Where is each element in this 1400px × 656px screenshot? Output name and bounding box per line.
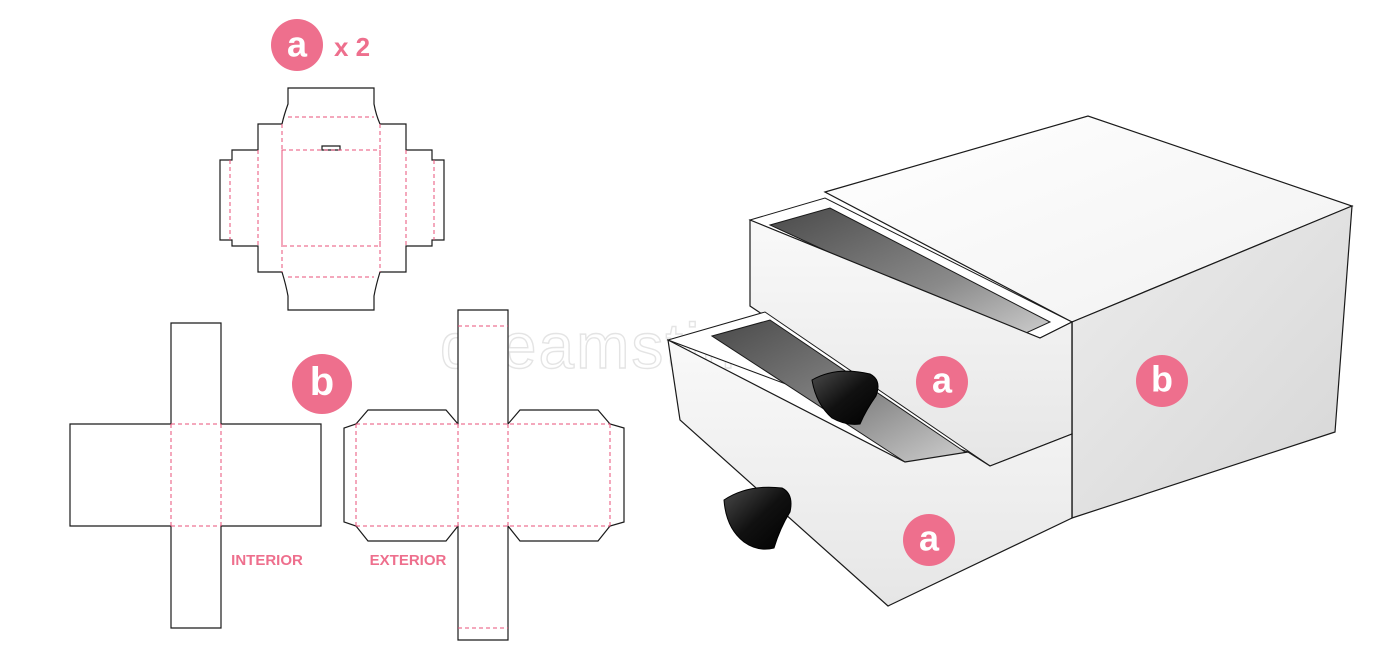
upper-drawer-badge-circle [916,356,968,408]
interior-label: INTERIOR [231,552,303,569]
lower-drawer-badge-circle [903,514,955,566]
lower-drawer-handle[interactable] [723,486,792,550]
sleeve-badge: b [1151,359,1173,400]
sleeve-net-badge-circle [292,354,352,414]
exterior-label: EXTERIOR [370,552,447,569]
tray-dieline: a x 2 [219,19,445,311]
sleeve-dielines: b INTERIOR EXTERIOR [69,309,625,641]
upper-drawer-handle[interactable] [811,370,879,425]
interior-net-folds [170,423,222,527]
tray-quantity: x 2 [334,32,370,62]
upper-drawer-badge: a [932,360,953,401]
tray-wall-folds [229,116,435,278]
tray-cut-outline [219,87,445,311]
tray-net-badge: a [287,24,308,65]
exterior-net-folds [355,325,611,629]
box-3d: a a b [666,115,1354,607]
tray-net-badge-circle [271,19,323,71]
sleeve-badge-circle [1136,355,1188,407]
interior-net-outline [69,322,322,629]
sleeve-net-badge: b [310,360,334,404]
lower-drawer-badge: a [919,518,940,559]
